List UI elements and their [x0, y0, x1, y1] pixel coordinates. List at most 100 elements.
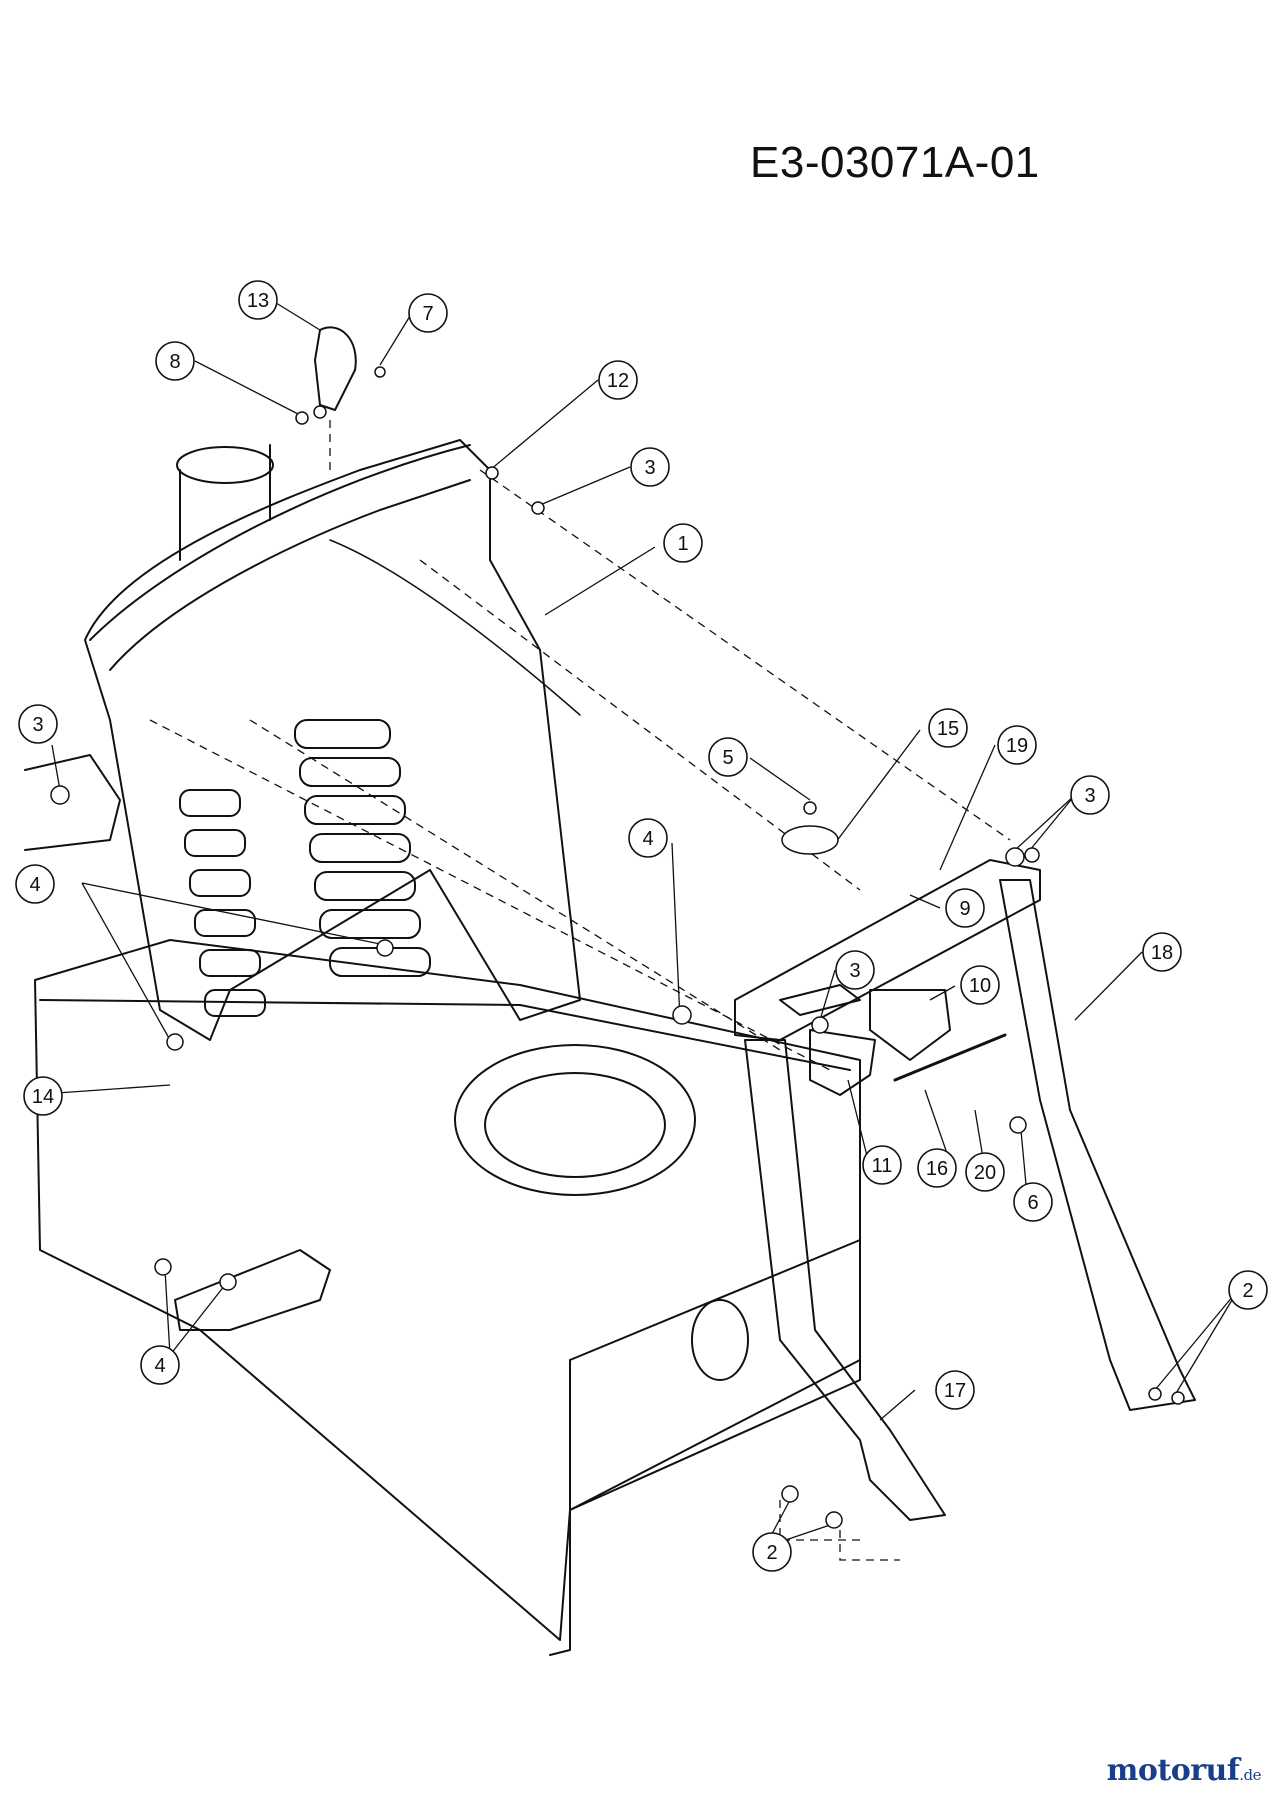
callout-19: 19 [997, 725, 1037, 765]
steering-column-top [176, 446, 274, 484]
dashed-leader-lines [149, 420, 1011, 1561]
callout-label: 16 [926, 1158, 948, 1180]
callout-label: 2 [766, 1542, 777, 1564]
fasteners [50, 366, 1185, 1529]
frame-side-face [549, 1359, 571, 1656]
callout-circle [935, 1370, 975, 1410]
callout-6: 6 [1013, 1182, 1053, 1222]
callout-circle [18, 704, 58, 744]
callout-circle [1142, 932, 1182, 972]
callout-1: 1 [663, 523, 703, 563]
knob [314, 326, 357, 411]
callout-label: 13 [247, 290, 269, 312]
callout-circle [965, 1152, 1005, 1192]
callout-circle [630, 447, 670, 487]
callout-20: 20 [965, 1152, 1005, 1192]
callout-label: 6 [1027, 1192, 1038, 1214]
left-side-bracket [24, 754, 121, 851]
callout-circle [862, 1145, 902, 1185]
left-rear-leg [744, 1039, 946, 1521]
callout-9: 9 [945, 888, 985, 928]
frame-front-face [569, 1239, 861, 1511]
rear-cross-plate [779, 984, 861, 1016]
callout-10: 10 [960, 965, 1000, 1005]
callout-2: 2 [752, 1532, 792, 1572]
callout-label: 1 [677, 533, 688, 555]
callout-circle [708, 737, 748, 777]
callout-label: 4 [29, 874, 40, 896]
callout-4: 4 [15, 864, 55, 904]
callout-label: 15 [937, 718, 959, 740]
callout-circle [140, 1345, 180, 1385]
callout-label: 4 [154, 1355, 165, 1377]
callout-circle [598, 360, 638, 400]
callout-label: 11 [872, 1155, 893, 1177]
callout-circle [1070, 775, 1110, 815]
callout-label: 9 [959, 898, 970, 920]
callout-3: 3 [18, 704, 58, 744]
foot-rest-bracket [174, 1249, 331, 1331]
callout-11: 11 [862, 1145, 902, 1185]
callout-label: 7 [422, 303, 433, 325]
callout-label: 8 [169, 351, 180, 373]
callout-circle [997, 725, 1037, 765]
rear-cross-bracket [734, 859, 1041, 1041]
callout-label: 4 [642, 828, 653, 850]
callout-circle [628, 818, 668, 858]
callout-14: 14 [23, 1076, 63, 1116]
right-rear-leg [999, 879, 1196, 1411]
callout-label: 3 [849, 960, 860, 982]
fender-housing [84, 439, 581, 1041]
fender-top-edge [89, 444, 471, 641]
callout-label: 5 [722, 747, 733, 769]
callout-16: 16 [917, 1148, 957, 1188]
callout-label: 19 [1006, 735, 1028, 757]
floor-hole [454, 1044, 696, 1196]
callout-label: 3 [32, 714, 43, 736]
callout-circle [917, 1148, 957, 1188]
callout-label: 18 [1151, 942, 1173, 964]
callout-5: 5 [708, 737, 748, 777]
callout-label: 20 [974, 1162, 996, 1184]
callout-circle [928, 708, 968, 748]
callout-circle [663, 523, 703, 563]
pedal-bracket-left [809, 1029, 876, 1096]
callout-15: 15 [928, 708, 968, 748]
pedal-bracket-right [869, 989, 951, 1061]
callout-circle [960, 965, 1000, 1005]
motoruf-logo: motoruf.de [1106, 1753, 1262, 1788]
callout-13: 13 [238, 280, 278, 320]
callout-4: 4 [140, 1345, 180, 1385]
frame-top-edge [39, 999, 851, 1071]
callout-12: 12 [598, 360, 638, 400]
callout-circle [752, 1532, 792, 1572]
callout-label: 3 [644, 457, 655, 479]
callout-2: 2 [1228, 1270, 1268, 1310]
front-hole [691, 1299, 749, 1381]
callout-circle [408, 293, 448, 333]
callout-3: 3 [835, 950, 875, 990]
callout-circle [1013, 1182, 1053, 1222]
callout-circle [238, 280, 278, 320]
drawing-number: E3-03071A-01 [750, 138, 1040, 187]
callout-17: 17 [935, 1370, 975, 1410]
callout-circle [945, 888, 985, 928]
frame-body [34, 939, 861, 1641]
callout-circle [155, 341, 195, 381]
callout-label: 3 [1084, 785, 1095, 807]
console-vents [179, 719, 431, 1017]
pivot-pin [893, 1033, 1007, 1082]
callout-label: 10 [969, 975, 991, 997]
callout-18: 18 [1142, 932, 1182, 972]
assembly-drawing [24, 326, 1196, 1656]
callout-3: 3 [630, 447, 670, 487]
fender-inner-rim [109, 479, 471, 671]
callout-circle [835, 950, 875, 990]
callout-circle [23, 1076, 63, 1116]
callout-label: 12 [607, 370, 629, 392]
floor-hole-inner [484, 1072, 666, 1178]
callout-label: 17 [944, 1380, 966, 1402]
callout-label: 14 [32, 1086, 54, 1108]
